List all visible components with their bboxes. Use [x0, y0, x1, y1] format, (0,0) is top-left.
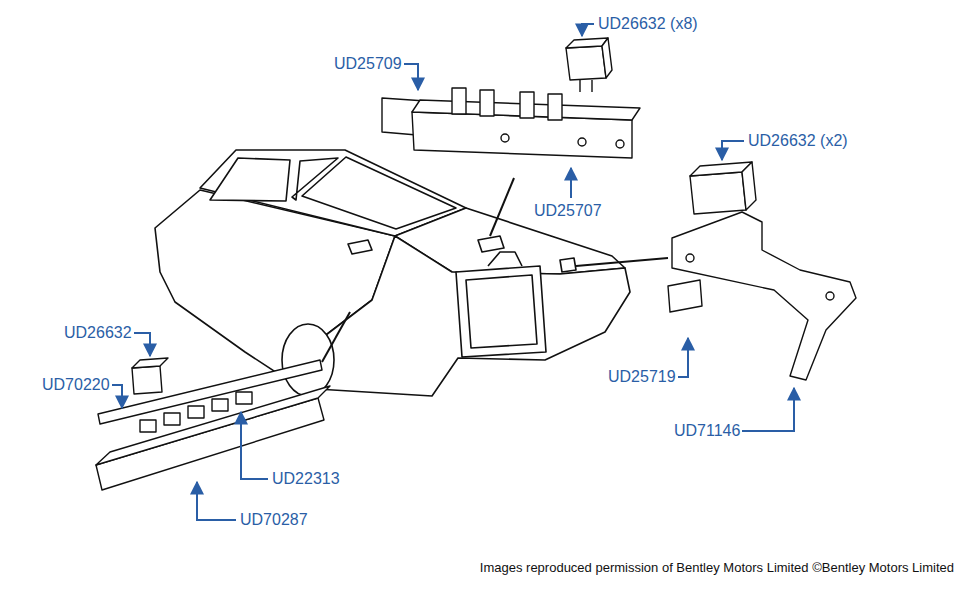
part-number: UD25707 [532, 202, 604, 220]
location-lines [322, 178, 668, 362]
side-window [292, 158, 338, 200]
part-number: UD70220 [40, 376, 112, 394]
mascot [488, 252, 522, 266]
part-number: UD26632 [62, 324, 134, 342]
copyright-caption: Images reproduced permission of Bentley … [480, 560, 954, 575]
part-number: UD26632 (x8) [596, 15, 700, 33]
part-number: UD25709 [332, 55, 404, 73]
part-number: UD71146 [672, 422, 742, 440]
car-outline [155, 150, 630, 396]
car-front [300, 236, 630, 396]
part-number: UD70287 [238, 511, 310, 529]
right-bracket [668, 162, 856, 380]
side-window [210, 158, 290, 201]
relay-location [478, 236, 504, 252]
top-bracket [382, 38, 640, 158]
grille [456, 266, 546, 357]
leader-lines [106, 24, 794, 520]
relay-location [560, 258, 576, 272]
front-wheel [282, 324, 334, 396]
grille-inner [466, 275, 537, 348]
part-number: UD25719 [606, 368, 678, 386]
part-number: UD22313 [270, 470, 342, 488]
relay-location [348, 240, 372, 254]
part-number: UD26632 (x2) [746, 132, 850, 150]
